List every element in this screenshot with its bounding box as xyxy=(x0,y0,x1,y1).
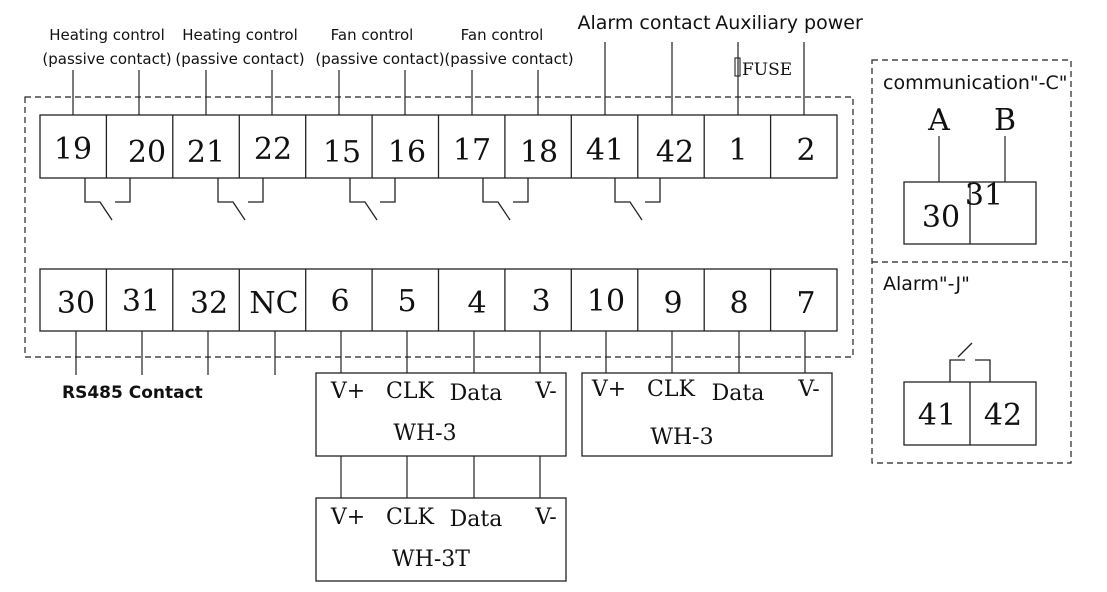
alarm-section: Alarm"-J" 41 42 xyxy=(883,273,1037,446)
top-labels: Heating control (passive contact) Heatin… xyxy=(42,12,863,68)
pin-clk: CLK xyxy=(386,379,434,404)
terminal-9: 9 xyxy=(663,286,682,321)
alarm-contact-label: Alarm contact xyxy=(577,12,710,34)
pin-data: Data xyxy=(450,507,503,532)
pin-vminus: V- xyxy=(797,377,819,402)
relay-contact-symbol xyxy=(217,178,264,221)
relay-contact-symbol xyxy=(614,178,661,221)
fuse-symbol xyxy=(734,57,741,77)
terminal-18: 18 xyxy=(520,135,558,170)
heating-control-2-title: Heating control xyxy=(182,26,298,44)
pin-clk: CLK xyxy=(647,377,695,402)
wh3t-module: V+ CLK Data V- WH-3T xyxy=(315,497,567,582)
terminal-17: 17 xyxy=(453,133,491,168)
relay-contact-symbol xyxy=(349,178,396,221)
fuse-label: FUSE xyxy=(742,60,792,80)
terminal-8: 8 xyxy=(729,286,748,321)
fan-control-2-title: Fan control xyxy=(461,26,544,44)
terminal-22: 22 xyxy=(254,132,292,167)
terminal-16: 16 xyxy=(388,135,426,170)
heating-control-1-sub: (passive contact) xyxy=(42,50,171,68)
pin-vplus: V+ xyxy=(330,505,365,530)
comm-terminal-30: 30 xyxy=(922,200,960,235)
module-name: WH-3 xyxy=(393,421,456,446)
top-lead-wires xyxy=(72,42,805,115)
terminal-41: 41 xyxy=(586,133,624,168)
alarm-terminal-42: 42 xyxy=(984,398,1022,433)
rs485-contact-label: RS485 Contact xyxy=(62,383,203,403)
terminal-6: 6 xyxy=(330,284,349,319)
terminal-7: 7 xyxy=(796,286,815,321)
wh3-module-left: V+ CLK Data V- WH-3 xyxy=(315,372,567,457)
communication-section: communication"-C" A B 30 31 xyxy=(883,72,1068,245)
heating-control-2-sub: (passive contact) xyxy=(175,50,304,68)
options-panel xyxy=(871,59,1072,464)
terminal-31: 31 xyxy=(122,284,160,319)
bottom-lead-wires xyxy=(75,331,806,375)
terminal-1: 1 xyxy=(728,133,747,168)
pin-b-label: B xyxy=(994,103,1016,138)
terminal-30: 30 xyxy=(57,286,95,321)
terminal-42: 42 xyxy=(656,135,694,170)
pin-a-label: A xyxy=(927,103,950,138)
terminal-5: 5 xyxy=(397,284,416,319)
bottom-terminal-strip: 30 31 32 NC 6 5 4 3 10 9 8 7 xyxy=(39,268,838,332)
auxiliary-power-label: Auxiliary power xyxy=(715,12,863,34)
pin-clk: CLK xyxy=(386,505,434,530)
terminal-nc: NC xyxy=(249,286,298,321)
pin-data: Data xyxy=(712,381,765,406)
terminal-19: 19 xyxy=(54,132,92,167)
terminal-10: 10 xyxy=(587,284,625,319)
terminal-3: 3 xyxy=(531,284,550,319)
fan-control-2-sub: (passive contact) xyxy=(444,50,573,68)
module-link-wires xyxy=(340,456,541,498)
module-name: WH-3 xyxy=(650,425,713,450)
communication-title: communication"-C" xyxy=(883,72,1068,94)
terminal-4: 4 xyxy=(467,286,486,321)
terminal-2: 2 xyxy=(796,133,815,168)
alarm-terminal-41: 41 xyxy=(918,398,956,433)
terminal-20: 20 xyxy=(128,135,166,170)
pin-vminus: V- xyxy=(534,379,556,404)
pin-vplus: V+ xyxy=(591,377,626,402)
fan-control-1-title: Fan control xyxy=(331,26,414,44)
terminal-21: 21 xyxy=(187,135,225,170)
module-name: WH-3T xyxy=(392,547,470,572)
main-enclosure xyxy=(24,96,854,358)
terminal-32: 32 xyxy=(190,286,228,321)
fan-control-1-sub: (passive contact) xyxy=(315,50,444,68)
wh3-module-right: V+ CLK Data V- WH-3 xyxy=(581,372,833,457)
terminal-15: 15 xyxy=(323,135,361,170)
alarm-title: Alarm"-J" xyxy=(883,273,970,295)
pin-data: Data xyxy=(450,381,503,406)
comm-terminal-31: 31 xyxy=(965,178,1003,213)
relay-contact-symbol xyxy=(84,178,131,221)
pin-vplus: V+ xyxy=(330,379,365,404)
pin-vminus: V- xyxy=(534,505,556,530)
heating-control-1-title: Heating control xyxy=(49,26,165,44)
relay-contacts xyxy=(84,178,661,221)
relay-contact-symbol xyxy=(482,178,529,221)
top-terminal-strip: 19 20 21 22 15 16 17 18 41 42 1 2 xyxy=(39,114,838,179)
